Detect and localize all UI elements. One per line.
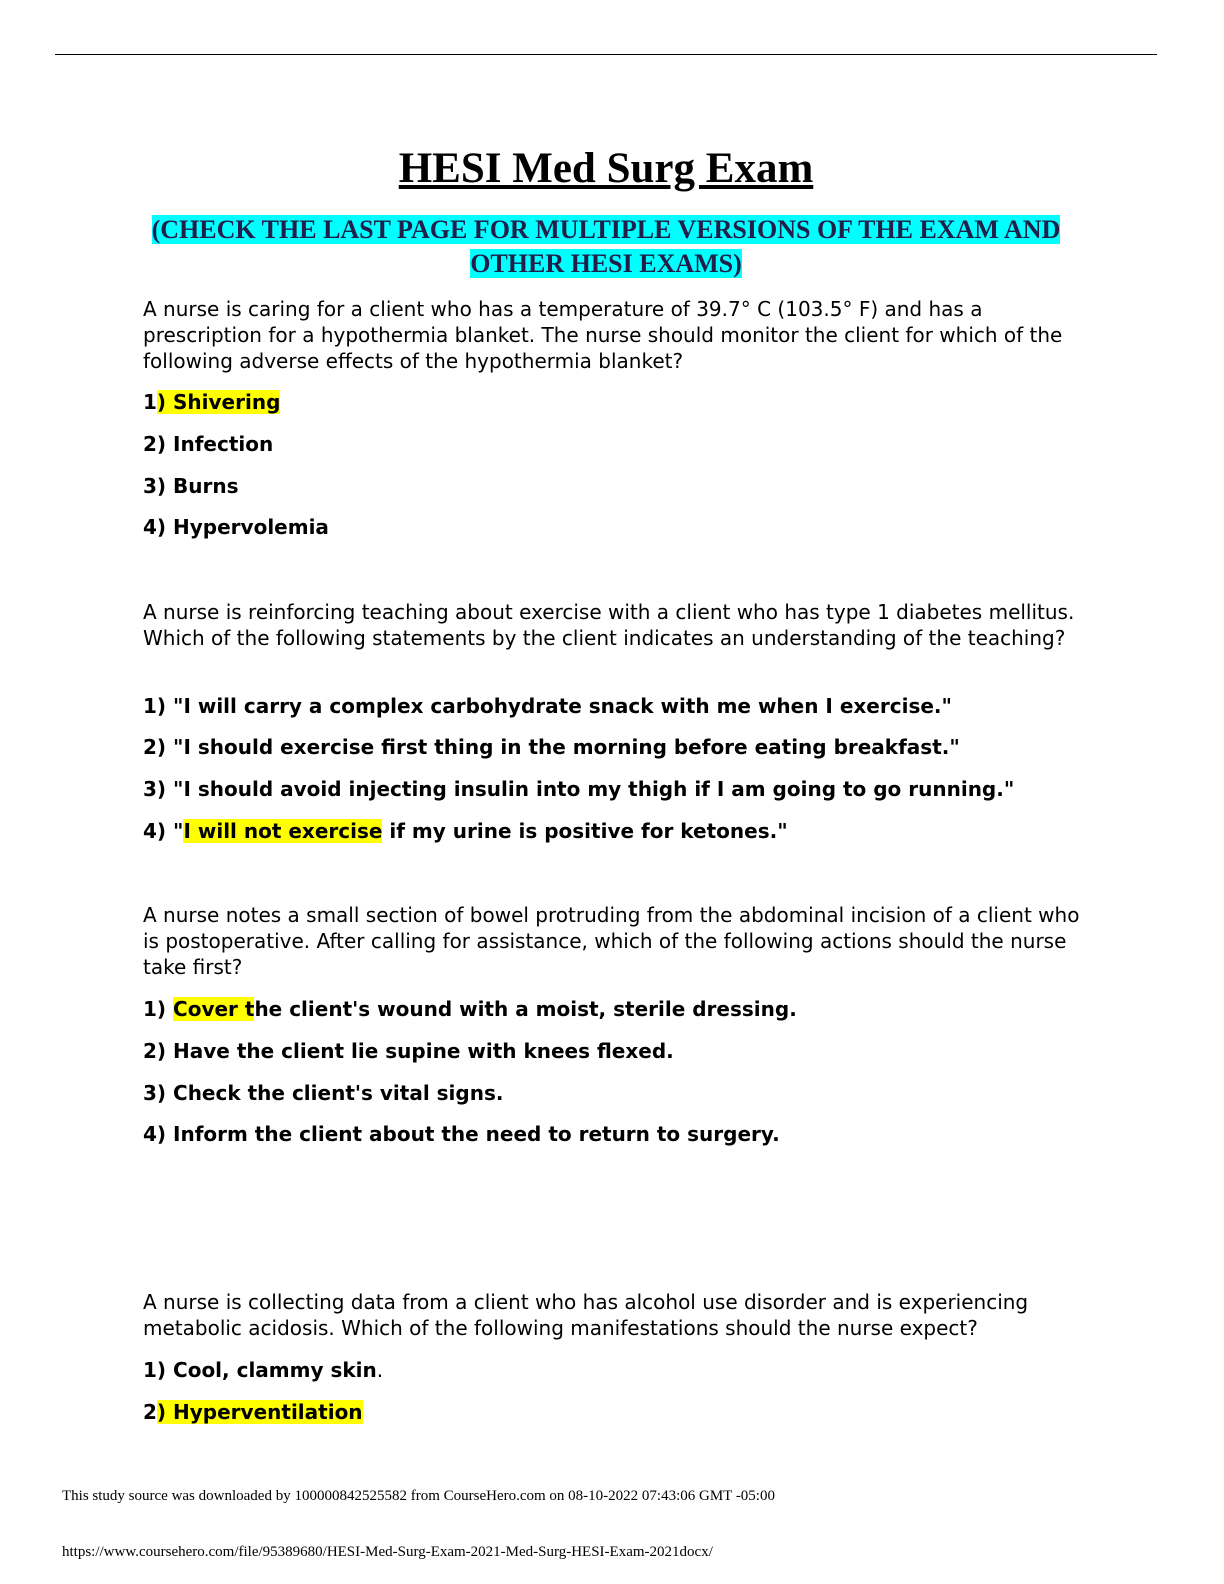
question-3-text: A nurse notes a small section of bowel p… <box>143 903 1080 979</box>
footer-url-link[interactable]: https://www.coursehero.com/file/95389680… <box>62 1544 713 1560</box>
question-4-option-2: 2) Hyperventilation <box>143 1400 363 1424</box>
question-1-option-3: 3) Burns <box>143 474 239 498</box>
question-3-option-2: 2) Have the client lie supine with knees… <box>143 1039 674 1063</box>
document-title: HESI Med Surg Exam <box>398 145 814 192</box>
question-1-option-4: 4) Hypervolemia <box>143 515 329 539</box>
question-4-option-1: 1) Cool, clammy skin. <box>143 1358 384 1382</box>
notice-banner: (CHECK THE LAST PAGE FOR MULTIPLE VERSIO… <box>143 213 1069 281</box>
question-1-option-1: 1) Shivering <box>143 390 281 414</box>
question-1-text: A nurse is caring for a client who has a… <box>143 297 1063 373</box>
question-3-option-3: 3) Check the client's vital signs. <box>143 1081 504 1105</box>
footer-source-note: This study source was downloaded by 1000… <box>62 1488 775 1504</box>
question-3-option-4: 4) Inform the client about the need to r… <box>143 1122 780 1146</box>
question-2-option-1: 1) "I will carry a complex carbohydrate … <box>143 694 952 718</box>
question-4-text: A nurse is collecting data from a client… <box>143 1290 1029 1340</box>
question-3-option-1: 1) Cover the client's wound with a moist… <box>143 997 797 1021</box>
question-1-option-2: 2) Infection <box>143 432 274 456</box>
question-2-option-2: 2) "I should exercise first thing in the… <box>143 735 960 759</box>
question-2-option-3: 3) "I should avoid injecting insulin int… <box>143 777 1015 801</box>
question-2-text: A nurse is reinforcing teaching about ex… <box>143 600 1075 650</box>
question-2-option-4: 4) "I will not exercise if my urine is p… <box>143 819 788 843</box>
notice-text: (CHECK THE LAST PAGE FOR MULTIPLE VERSIO… <box>151 215 1061 278</box>
top-divider <box>55 54 1157 55</box>
